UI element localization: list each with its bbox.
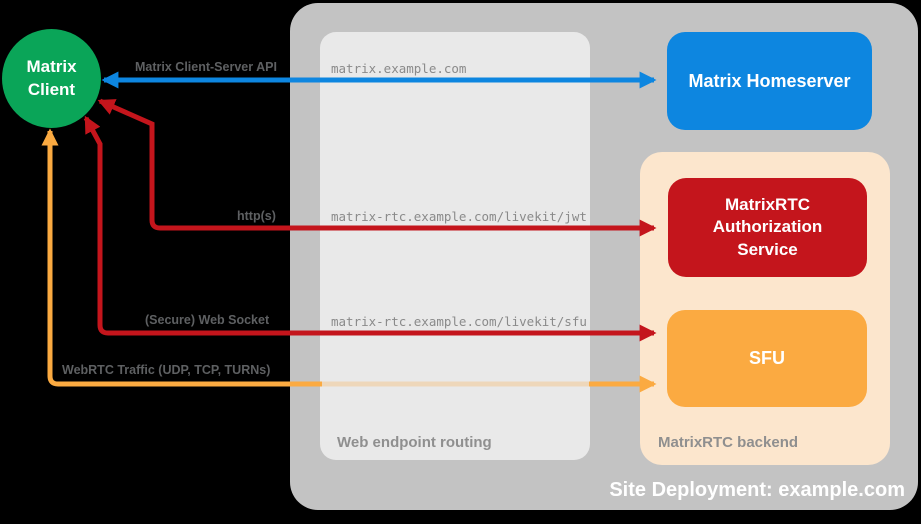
- matrixrtc-authorization-service-node: MatrixRTC Authorization Service: [668, 178, 867, 277]
- sfu-node: SFU: [667, 310, 867, 407]
- site-deployment-label: Site Deployment: example.com: [609, 479, 905, 501]
- client-server-api-edge-label: Matrix Client-Server API: [135, 60, 277, 74]
- sfu-label: SFU: [749, 348, 785, 368]
- webrtc-traffic-edge-label: WebRTC Traffic (UDP, TCP, TURNs): [62, 363, 271, 377]
- matrix-route-url: matrix.example.com: [331, 61, 467, 76]
- webrtc-arrow-client-segment: [41, 128, 322, 387]
- matrix-client-node: Matrix Client: [2, 29, 101, 128]
- https-edge-label: http(s): [237, 209, 276, 223]
- matrixrtc-authorization-service-label: MatrixRTC Authorization Service: [712, 194, 823, 259]
- livekit-jwt-route-url: matrix-rtc.example.com/livekit/jwt: [331, 209, 587, 224]
- web-endpoint-routing-container: [320, 32, 590, 460]
- matrix-homeserver-node: Matrix Homeserver: [667, 32, 872, 130]
- matrix-client-label: Matrix Client: [26, 57, 77, 99]
- matrix-homeserver-label: Matrix Homeserver: [688, 70, 851, 91]
- web-endpoint-routing-label: Web endpoint routing: [337, 434, 492, 451]
- livekit-sfu-route-url: matrix-rtc.example.com/livekit/sfu: [331, 314, 587, 329]
- websocket-edge-label: (Secure) Web Socket: [145, 313, 270, 327]
- matrixrtc-backend-label: MatrixRTC backend: [658, 434, 799, 451]
